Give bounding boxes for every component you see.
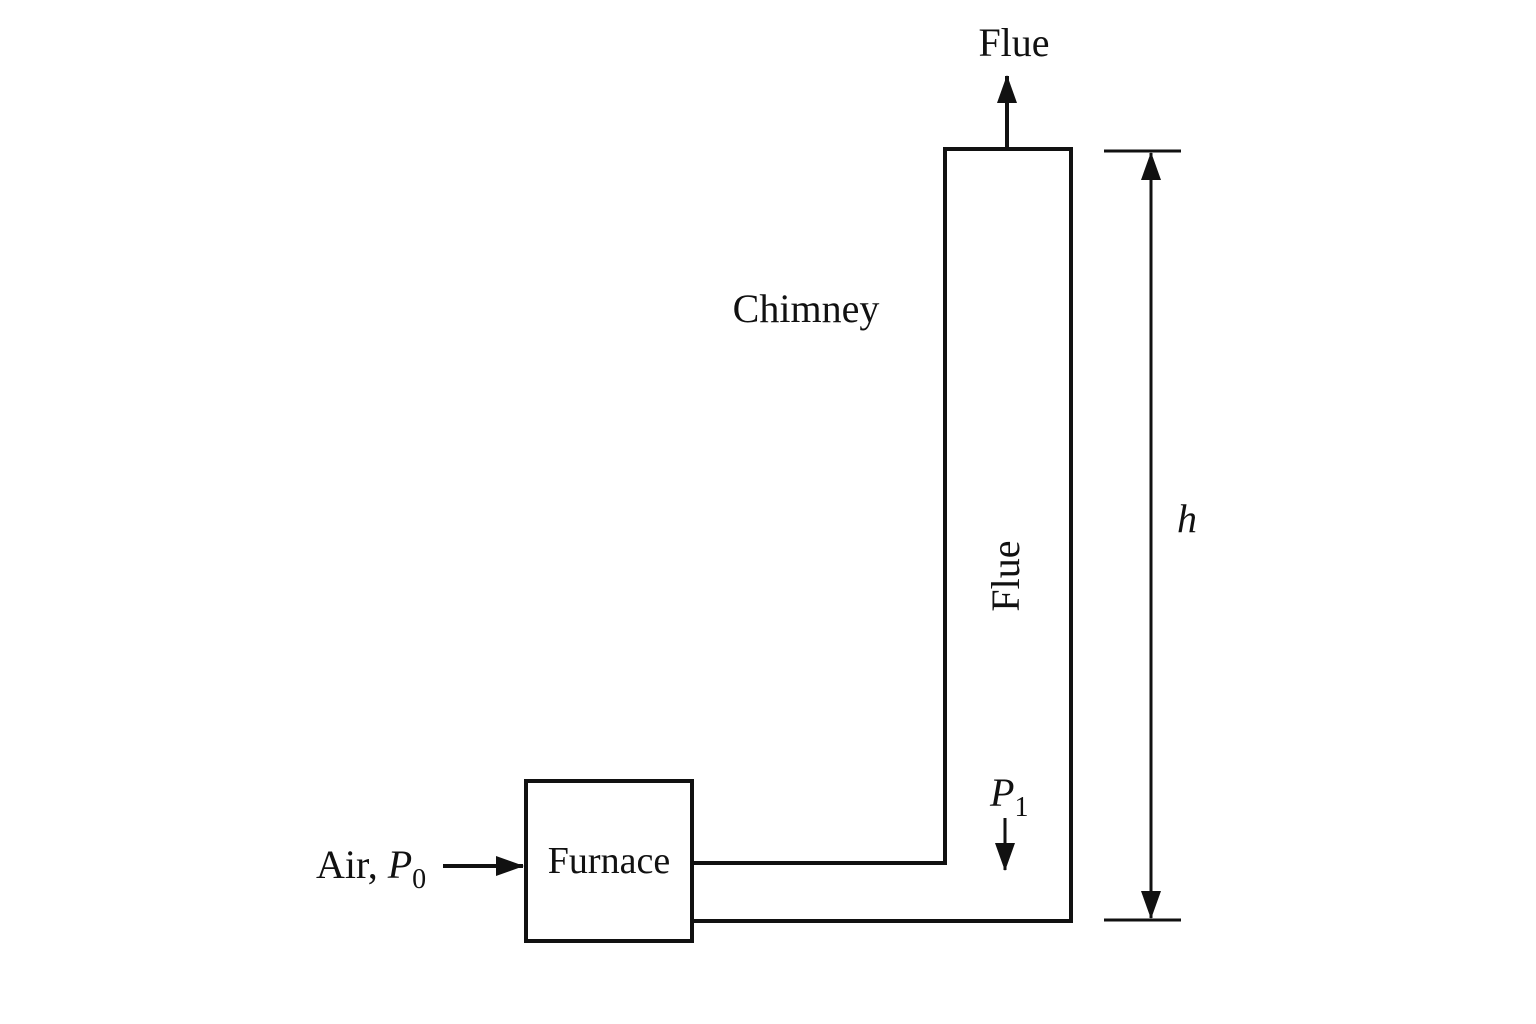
- pressure-1-symbol: P: [989, 770, 1014, 815]
- flue-outlet-label: Flue: [978, 20, 1049, 65]
- height-label: h: [1177, 496, 1197, 541]
- air-inlet-symbol: P: [387, 842, 412, 887]
- air-inlet-subscript: 0: [412, 864, 426, 895]
- chimney-label: Chimney: [733, 286, 880, 331]
- air-inlet-prefix: Air,: [316, 842, 388, 887]
- furnace-label: Furnace: [548, 840, 670, 882]
- air-inlet-label: Air, P0: [316, 842, 426, 895]
- pressure-1-subscript: 1: [1014, 792, 1028, 823]
- pressure-1-label: P1: [989, 770, 1028, 823]
- flue-inside-label: Flue: [983, 540, 1028, 611]
